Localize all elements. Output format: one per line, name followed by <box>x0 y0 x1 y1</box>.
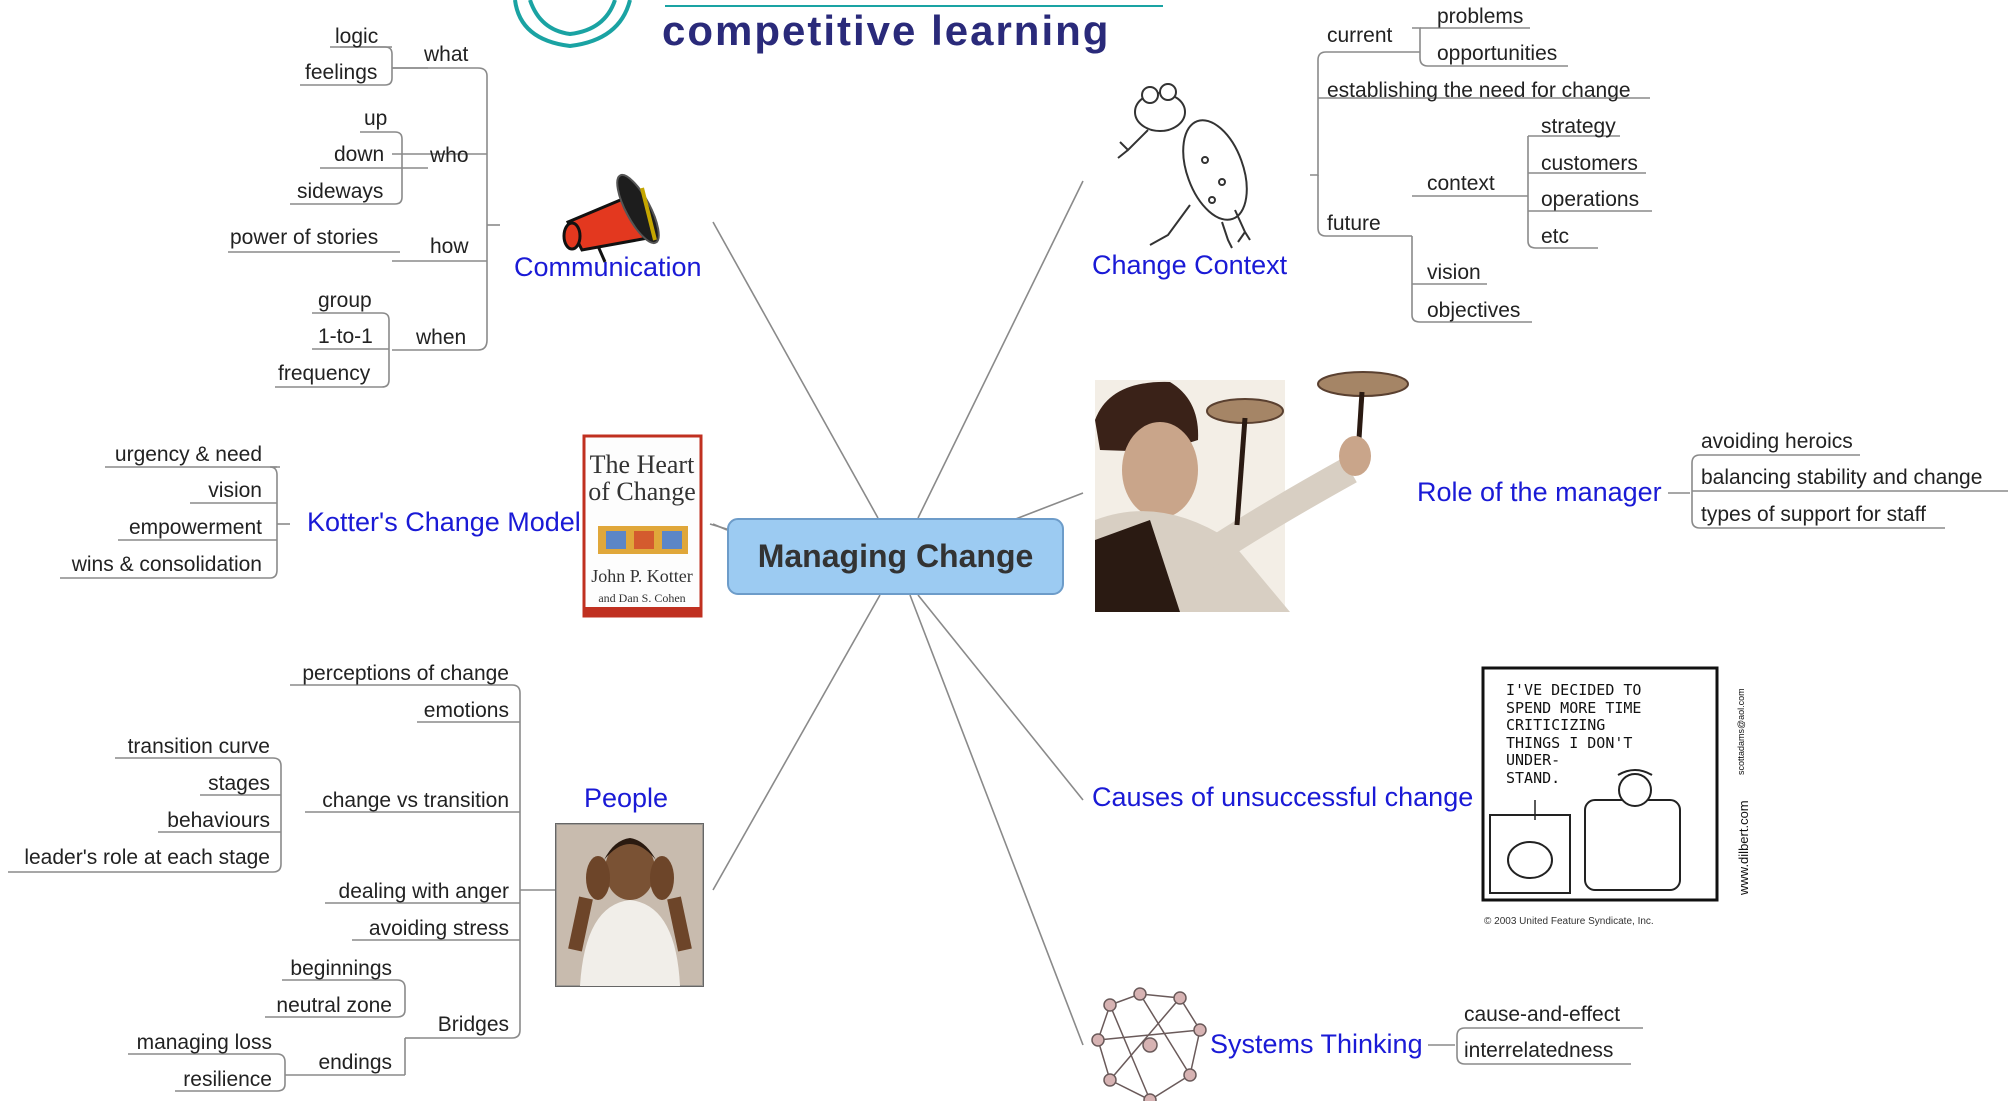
comic-line: I'VE DECIDED TO <box>1506 681 1642 699</box>
node-neutral-zone[interactable]: neutral zone <box>276 994 392 1017</box>
node-what[interactable]: what <box>424 43 469 66</box>
node-avoiding-stress[interactable]: avoiding stress <box>368 917 509 940</box>
topic-systems-thinking[interactable]: Systems Thinking <box>1210 1029 1423 1059</box>
node-opportunities[interactable]: opportunities <box>1437 42 1558 65</box>
node-interrelatedness[interactable]: interrelatedness <box>1464 1039 1614 1062</box>
comic-copyright: © 2003 United Feature Syndicate, Inc. <box>1484 916 1654 927</box>
node-avoiding-heroics[interactable]: avoiding heroics <box>1701 430 1853 453</box>
topic-role-of-manager[interactable]: Role of the manager <box>1417 477 1662 507</box>
node-etc[interactable]: etc <box>1541 225 1570 248</box>
brand-text: competitive learning <box>662 7 1111 54</box>
node-who[interactable]: who <box>430 144 469 167</box>
book-cover-image: The Heart of Change John P. Kotter and D… <box>582 434 703 618</box>
node-current[interactable]: current <box>1327 24 1393 47</box>
node-vision-cc[interactable]: vision <box>1427 261 1481 284</box>
node-group[interactable]: group <box>318 289 372 312</box>
node-objectives[interactable]: objectives <box>1427 299 1521 322</box>
topic-kotters-change-model[interactable]: Kotter's Change Model <box>307 507 581 537</box>
node-transition-curve[interactable]: transition curve <box>127 735 270 758</box>
frog-icon <box>1117 83 1251 249</box>
comic-line: CRITICIZING <box>1506 716 1606 734</box>
logo-rings-icon <box>513 0 632 49</box>
node-urgency-need[interactable]: urgency & need <box>114 443 262 466</box>
node-sideways[interactable]: sideways <box>297 180 384 203</box>
comic-url: www.dilbert.com <box>1736 800 1751 895</box>
plate-spinner-image <box>1095 371 1409 612</box>
node-managing-loss[interactable]: managing loss <box>136 1031 272 1054</box>
svg-text:John P. Kotter: John P. Kotter <box>591 566 693 586</box>
node-up[interactable]: up <box>364 107 388 130</box>
node-empowerment[interactable]: empowerment <box>128 516 262 539</box>
svg-text:The Heart: The Heart <box>590 450 695 479</box>
node-problems[interactable]: problems <box>1437 5 1524 28</box>
comic-line: UNDER- <box>1506 751 1561 769</box>
node-context[interactable]: context <box>1427 172 1495 195</box>
node-emotions[interactable]: emotions <box>423 699 509 722</box>
node-endings[interactable]: endings <box>318 1051 392 1074</box>
boy-covering-ears-image <box>555 823 704 987</box>
comic-line: SPEND MORE TIME <box>1506 698 1642 717</box>
node-strategy[interactable]: strategy <box>1541 115 1616 138</box>
node-perceptions-of-change[interactable]: perceptions of change <box>302 662 509 685</box>
topic-change-context[interactable]: Change Context <box>1092 250 1288 280</box>
node-bridges[interactable]: Bridges <box>437 1013 509 1036</box>
topic-communication[interactable]: Communication <box>514 252 702 282</box>
topic-people[interactable]: People <box>584 783 669 813</box>
node-future[interactable]: future <box>1327 212 1381 235</box>
node-balancing-stability[interactable]: balancing stability and change <box>1701 466 1983 489</box>
node-stages[interactable]: stages <box>208 772 270 795</box>
node-1-to-1[interactable]: 1-to-1 <box>318 325 373 348</box>
node-dealing-with-anger[interactable]: dealing with anger <box>338 880 509 903</box>
svg-text:of Change: of Change <box>588 477 696 506</box>
node-down[interactable]: down <box>334 143 385 166</box>
node-leaders-role[interactable]: leader's role at each stage <box>24 846 270 869</box>
node-cause-and-effect[interactable]: cause-and-effect <box>1464 1003 1621 1026</box>
svg-text:and Dan S. Cohen: and Dan S. Cohen <box>598 591 685 605</box>
topic-causes-of-unsuccessful-change[interactable]: Causes of unsuccessful change <box>1092 782 1474 812</box>
node-resilience[interactable]: resilience <box>183 1068 272 1091</box>
dilbert-comic-image <box>1481 666 1719 902</box>
node-customers[interactable]: customers <box>1541 152 1638 175</box>
node-feelings[interactable]: feelings <box>305 61 378 84</box>
node-change-vs-transition[interactable]: change vs transition <box>322 789 509 812</box>
node-logic[interactable]: logic <box>335 25 379 48</box>
megaphone-icon <box>562 173 660 263</box>
molecule-icon <box>1091 987 1207 1101</box>
node-behaviours[interactable]: behaviours <box>167 809 270 832</box>
node-operations[interactable]: operations <box>1541 188 1640 211</box>
node-how[interactable]: how <box>430 235 469 258</box>
node-vision[interactable]: vision <box>208 479 262 502</box>
node-establishing-need[interactable]: establishing the need for change <box>1327 79 1631 102</box>
comic-line: THINGS I DON'T <box>1506 733 1633 752</box>
central-topic[interactable]: Managing Change <box>727 518 1064 595</box>
node-types-of-support[interactable]: types of support for staff <box>1701 503 1926 526</box>
node-beginnings[interactable]: beginnings <box>290 957 392 980</box>
node-frequency[interactable]: frequency <box>278 362 371 385</box>
comic-speech-text: I'VE DECIDED TO SPEND MORE TIME CRITICIZ… <box>1506 681 1642 787</box>
node-wins-consolidation[interactable]: wins & consolidation <box>71 553 262 576</box>
comic-line: STAND. <box>1506 768 1561 787</box>
comic-email: scottadams@aol.com <box>1736 688 1746 775</box>
node-power-of-stories[interactable]: power of stories <box>230 226 379 249</box>
node-when[interactable]: when <box>416 326 467 349</box>
